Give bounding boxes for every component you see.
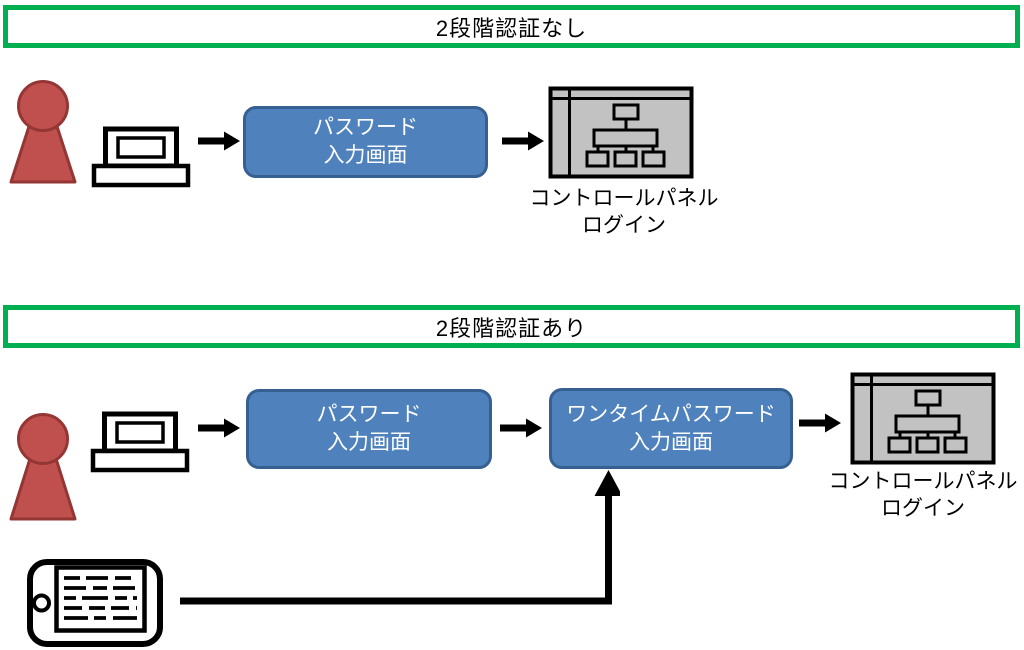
tablet-icon [27,559,163,647]
section-title-no-2fa: 2段階認証なし [3,5,1020,48]
computer-icon [91,126,191,188]
control-panel-login-label: コントロールパネル ログイン [529,187,719,237]
password-screen-box-no-2fa: パスワード 入力画面 [243,106,488,178]
arrow-elbow-up-icon [175,462,623,610]
arrow-right-icon [798,412,842,434]
section-title-text: 2段階認証なし [435,15,588,41]
arrow-right-icon [501,130,545,152]
computer-icon [90,411,190,473]
password-screen-label: パスワード 入力画面 [316,403,422,454]
password-screen-box-2fa: パスワード 入力画面 [246,389,492,469]
otp-screen-box: ワンタイムパスワード 入力画面 [549,388,793,469]
otp-screen-label: ワンタイムパスワード 入力画面 [566,402,776,454]
arrow-right-icon [197,417,241,439]
control-panel-icon [850,372,996,465]
arrow-right-icon [499,417,543,439]
arrow-right-icon [197,130,241,152]
password-screen-label: パスワード 入力画面 [313,116,418,167]
control-panel-icon [548,86,694,179]
section-title-with-2fa: 2段階認証あり [3,305,1020,348]
person-icon [8,412,78,522]
person-icon [8,79,78,185]
section-title-text: 2段階認証あり [435,315,588,341]
control-panel-login-label: コントロールパネル ログイン [828,470,1018,520]
